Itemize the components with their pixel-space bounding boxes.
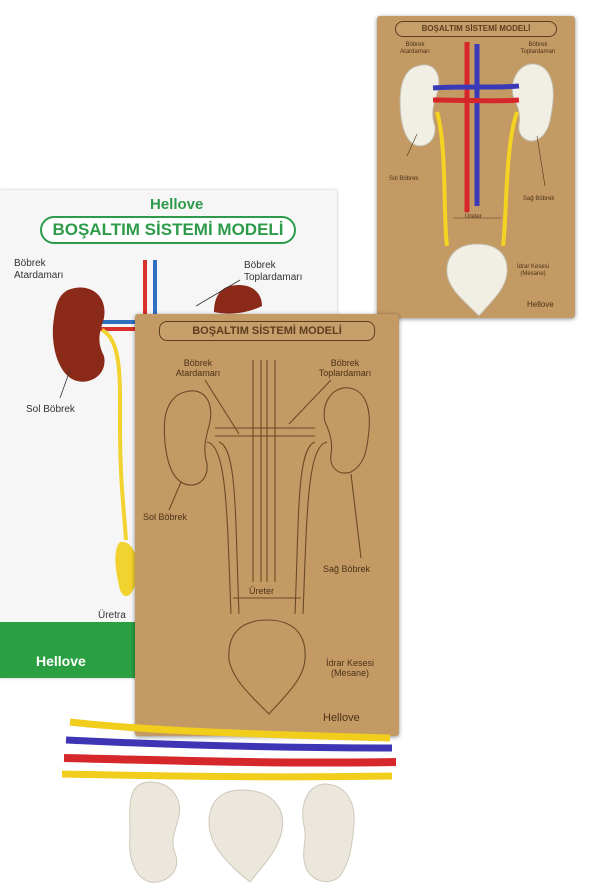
large-bladder-outline <box>228 619 306 715</box>
poster-footer-brand: Hellove <box>36 653 86 669</box>
small-label-right-kidney: Sağ Böbrek <box>523 196 555 202</box>
small-right-kidney <box>511 63 554 142</box>
poster-brand: Hellove <box>150 196 204 213</box>
large-label-vein: Böbrek Toplardamarı <box>318 358 372 378</box>
large-label-right-kidney: Sağ Böbrek <box>323 564 371 574</box>
poster-label-vein: Böbrek Toplardamarı <box>244 260 303 283</box>
loose-bladder <box>208 789 284 883</box>
small-cord-yellow <box>435 111 449 247</box>
poster-label-left-kidney: Sol Böbrek <box>26 404 75 415</box>
small-board: BOŞALTIM SİSTEMİ MODELİ Böbrek Atardamar… <box>377 16 575 318</box>
small-label-vein: Böbrek Toplardamarı <box>520 42 556 55</box>
large-board-title: BOŞALTIM SİSTEMİ MODELİ <box>159 321 375 341</box>
poster-title: BOŞALTIM SİSTEMİ MODELİ <box>40 216 296 244</box>
small-board-title: BOŞALTIM SİSTEMİ MODELİ <box>395 21 557 37</box>
small-board-brand: Hellove <box>527 300 554 309</box>
large-right-kidney-outline <box>323 387 370 474</box>
large-label-left-kidney: Sol Böbrek <box>143 512 188 522</box>
poster-ureter <box>100 328 128 541</box>
poster-label-artery: Böbrek Atardamarı <box>14 258 64 281</box>
small-bladder <box>446 243 508 317</box>
loose-kidney-right <box>302 783 355 883</box>
small-label-ureter: Üreter <box>465 214 482 220</box>
large-board-engraving <box>163 360 370 715</box>
large-label-artery: Böbrek Atardamarı <box>175 358 221 378</box>
poster-artery <box>143 260 147 320</box>
small-board-model <box>399 42 554 317</box>
small-label-artery: Böbrek Atardamarı <box>400 42 430 55</box>
loose-cord-yellow-top <box>69 718 391 742</box>
large-board-brand: Hellove <box>323 712 360 724</box>
large-label-ureter: Üreter <box>249 586 275 596</box>
small-label-bladder: İdrar Kesesi (Mesane) <box>516 264 549 277</box>
poster-right-kidney <box>214 284 262 314</box>
large-label-bladder: İdrar Kesesi (Mesane) <box>325 658 375 678</box>
loose-cord-yellow-bottom <box>61 770 393 781</box>
loose-cord-blue <box>65 736 393 752</box>
large-left-kidney-outline <box>163 390 212 486</box>
loose-cord-red <box>63 754 397 767</box>
large-board: BOŞALTIM SİSTEMİ MODELİ <box>135 314 399 736</box>
poster-label-ureter: Üretra <box>98 610 126 621</box>
loose-kidney-left <box>129 781 180 883</box>
poster-vein <box>153 260 157 320</box>
poster-left-kidney <box>52 287 105 382</box>
poster-illustration <box>52 260 262 597</box>
small-label-left-kidney: Sol Böbrek <box>389 176 419 182</box>
